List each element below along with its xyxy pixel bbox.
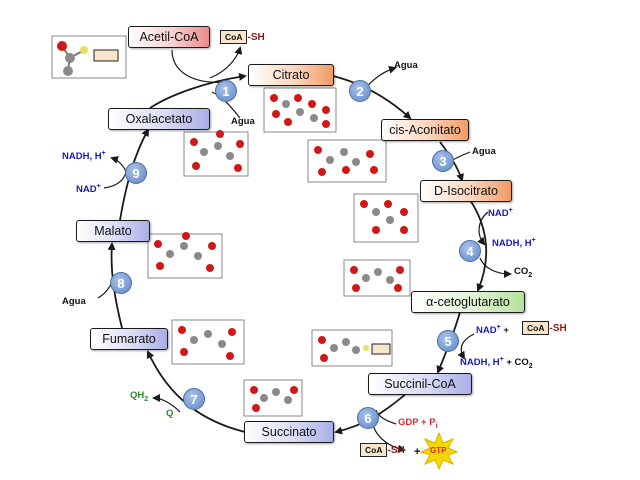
nad-charge: + xyxy=(508,207,513,214)
acetil-coa-molecule xyxy=(51,35,127,79)
nadh-label-5: NADH, H+ + CO2 xyxy=(460,356,533,370)
agua-label-1: Agua xyxy=(231,116,255,127)
alfa-cetoglutarato-box: α-cetoglutarato xyxy=(411,291,525,313)
step-5-badge: 5 xyxy=(437,330,459,352)
nad-charge: + xyxy=(496,324,501,331)
step-3-badge: 3 xyxy=(432,150,454,172)
step-2-badge: 2 xyxy=(349,80,371,102)
step-9-badge: 9 xyxy=(125,162,147,184)
nad-label-5: NAD+ + xyxy=(476,324,509,336)
cis-aconitato-molecule xyxy=(307,139,387,183)
nad-charge: + xyxy=(96,183,101,190)
fumarato-molecule xyxy=(171,319,245,365)
co2-label-4: CO2 xyxy=(514,266,532,279)
nadh-text: NADH, H xyxy=(62,151,102,163)
coa-label: CoA xyxy=(360,443,388,457)
coa-sh-released-6: CoA -SH xyxy=(360,443,405,457)
arrow-isocitrato-cetoglutarato xyxy=(469,199,488,292)
plus-sign: + xyxy=(506,357,512,369)
nadh-label-4: NADH, H+ xyxy=(492,237,536,249)
nadh-label-9: NADH, H+ xyxy=(62,150,106,162)
qh2-subscript: 2 xyxy=(144,395,149,403)
gdp-text: GDP + P xyxy=(398,417,436,428)
d-isocitrato-box: D-Isocitrato xyxy=(420,180,512,202)
malato-molecule xyxy=(147,232,223,279)
co2-text: CO xyxy=(514,266,529,277)
step-7-badge: 7 xyxy=(183,388,205,410)
arrow-citrato-cisaconitato xyxy=(332,75,412,120)
co2-out-4 xyxy=(479,257,512,278)
d-isocitrato-molecule xyxy=(353,193,419,243)
plus-sign: + xyxy=(503,325,509,337)
co2-subscript: 2 xyxy=(528,271,533,279)
succinato-molecule xyxy=(243,379,303,417)
step-8-badge: 8 xyxy=(110,272,132,294)
oxalacetato-molecule xyxy=(183,130,249,177)
succinato-box: Succinato xyxy=(244,421,334,443)
co2-text: CO xyxy=(514,357,529,369)
coa-sh-released: CoA -SH xyxy=(220,30,265,44)
nad-in-5 xyxy=(457,333,475,360)
coa-sh-consumed: CoA -SH xyxy=(522,321,567,335)
coa-label: CoA xyxy=(220,30,248,44)
gdp-pi-label: GDP + Pi xyxy=(398,417,438,430)
succinil-coa-box: Succinil-CoA xyxy=(368,373,472,395)
nad-label-4: NAD+ xyxy=(488,207,513,219)
oxalacetato-box: Oxalacetato xyxy=(108,108,210,130)
citrato-box: Citrato xyxy=(248,64,334,86)
coa-sh-out xyxy=(209,46,243,79)
agua-label-8: Agua xyxy=(62,296,86,307)
nad-text: NAD xyxy=(488,208,509,220)
sh-label: -SH xyxy=(549,322,567,334)
step-4-badge: 4 xyxy=(459,240,481,262)
qh2-text: QH xyxy=(130,390,145,401)
nadh-charge: + xyxy=(101,150,106,157)
nad-text: NAD xyxy=(76,184,97,196)
acetil-coa-box: Acetil-CoA xyxy=(128,26,210,48)
nadh-charge: + xyxy=(499,356,504,363)
agua-label-2: Agua xyxy=(394,60,418,71)
gtp-star-icon xyxy=(420,432,458,470)
nad-text: NAD xyxy=(476,325,497,337)
nad-in-4 xyxy=(477,211,489,246)
step-1-badge: 1 xyxy=(215,80,237,102)
succinil-coa-molecule xyxy=(311,329,393,367)
co2-subscript: 2 xyxy=(528,363,533,371)
step-6-badge: 6 xyxy=(357,407,379,429)
arrow-oxalacetato-citrato xyxy=(149,72,247,109)
gtp-label: GTP xyxy=(430,446,447,455)
alfa-cetoglutarato-molecule xyxy=(343,259,411,297)
nadh-text: NADH, H xyxy=(492,238,532,250)
citrato-molecule xyxy=(263,87,337,133)
malato-box: Malato xyxy=(76,220,150,242)
plus-sign-6: + xyxy=(414,446,421,458)
cis-aconitato-box: cis-Aconitato xyxy=(381,119,469,141)
agua-label-3: Agua xyxy=(472,146,496,157)
nadh-charge: + xyxy=(531,237,536,244)
coa-label: CoA xyxy=(522,321,550,335)
nadh-text: NADH, H xyxy=(460,357,500,369)
qh2-label: QH2 xyxy=(130,390,148,403)
fumarato-box: Fumarato xyxy=(90,328,168,350)
pi-subscript: i xyxy=(435,422,438,430)
q-in-7 xyxy=(152,394,181,413)
nad-label-9: NAD+ xyxy=(76,183,101,195)
q-label: Q xyxy=(166,408,174,419)
sh-label: -SH xyxy=(387,444,405,456)
sh-label: -SH xyxy=(247,31,265,43)
